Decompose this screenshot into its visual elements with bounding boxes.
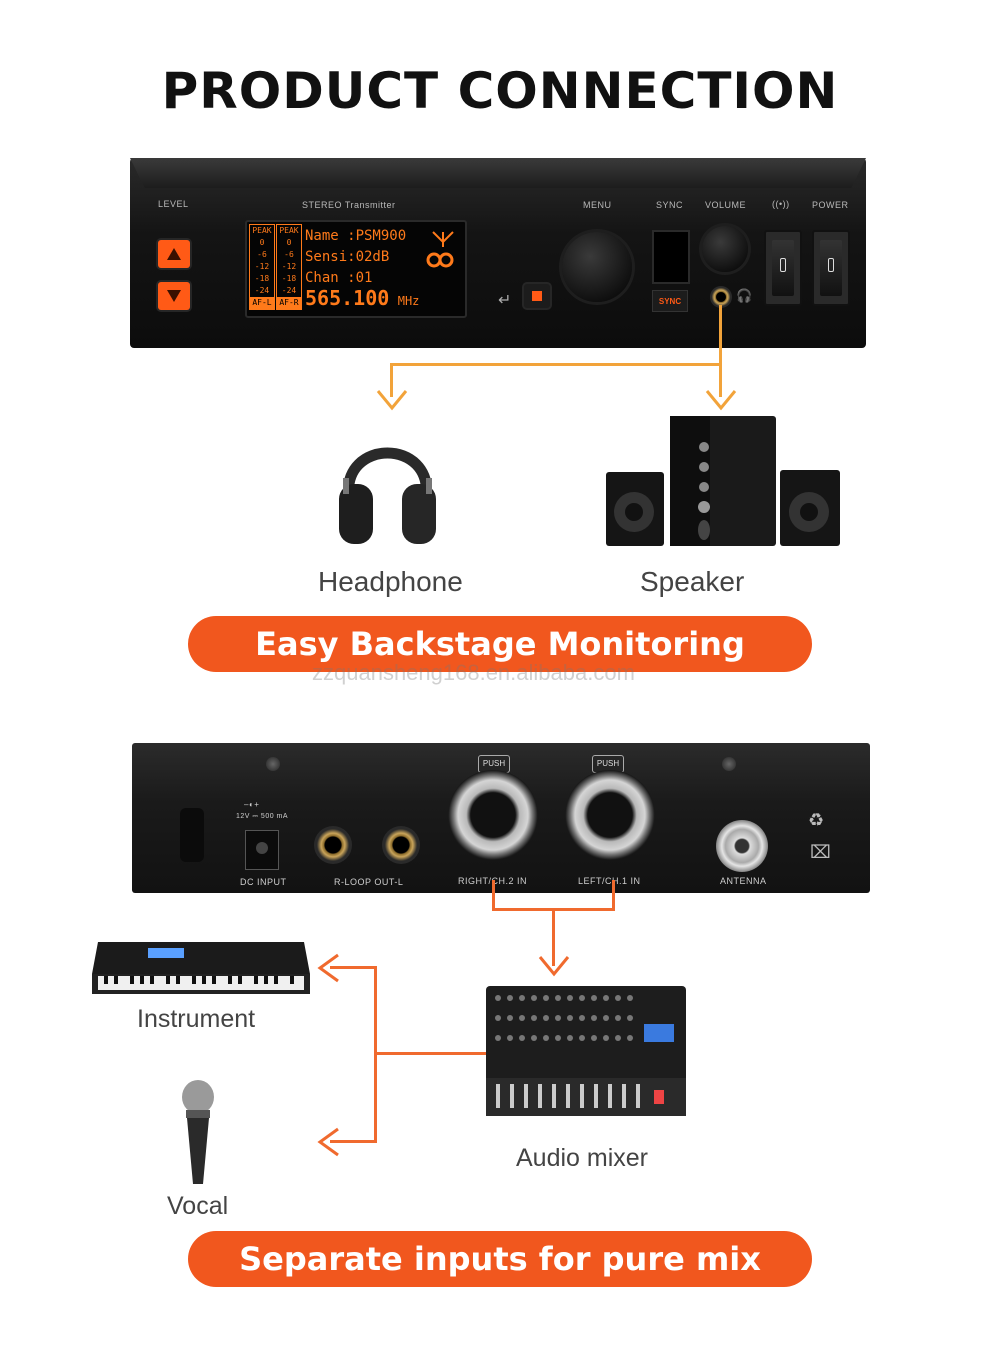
speaker-icon: [606, 416, 840, 546]
keyboard-icon: [92, 942, 310, 994]
volume-label: VOLUME: [705, 200, 747, 210]
antenna-label: ANTENNA: [720, 876, 767, 886]
peak-meter-left: PEAK 0 -6 -12 -18 -24 AF-L: [249, 224, 275, 310]
enter-icon: ↵: [498, 292, 512, 309]
loop-out-right-jack[interactable]: [314, 826, 352, 864]
left-in-label: LEFT/CH.1 IN: [578, 876, 641, 886]
power-switch[interactable]: [812, 230, 850, 306]
loop-out-label: R-LOOP OUT-L: [334, 877, 404, 887]
volume-knob[interactable]: [702, 226, 748, 272]
antenna-connector[interactable]: [716, 820, 768, 872]
meter-tick: -12: [281, 262, 297, 271]
meter-tick: -6: [284, 250, 294, 259]
lcd-frequency: 565.100: [305, 286, 390, 310]
loop-out-left-jack[interactable]: [382, 826, 420, 864]
connector-line: [719, 363, 722, 397]
antenna-icon: [432, 231, 454, 247]
peak-label-left: PEAK: [252, 226, 272, 235]
headphone-icon: [339, 447, 436, 544]
banner-separate-inputs: Separate inputs for pure mix: [188, 1231, 812, 1287]
meter-tick: -24: [281, 286, 297, 295]
sync-label: SYNC: [656, 200, 684, 210]
square-icon: [532, 291, 542, 301]
link-icon: [426, 252, 454, 268]
speaker-label: Speaker: [640, 566, 745, 597]
recycle-icon: ♻: [808, 810, 825, 830]
transmitter-top-edge: [130, 158, 866, 188]
page-title: PRODUCT CONNECTION: [161, 62, 839, 120]
xlr-combo-right-input[interactable]: [448, 770, 538, 860]
rf-icon: ((•)): [772, 199, 790, 209]
headphone-icon: 🎧: [736, 288, 753, 303]
connector-line: [612, 880, 615, 910]
lcd-name-line: Name :PSM900: [305, 228, 407, 244]
meter-tick: 0: [286, 238, 292, 247]
headphone-label: Headphone: [318, 566, 463, 597]
audio-mixer-icon: [486, 986, 686, 1116]
instrument-label: Instrument: [137, 1005, 256, 1033]
rf-switch[interactable]: [764, 230, 802, 306]
lcd-display: PEAK 0 -6 -12 -18 -24 AF-L PEAK 0 -6 -12…: [245, 220, 467, 318]
xlr-combo-left-input[interactable]: [565, 770, 655, 860]
weee-bin-icon: ⌧: [810, 842, 831, 862]
screw: [722, 757, 736, 771]
switch-mark-icon: [780, 258, 786, 272]
screw: [266, 757, 280, 771]
arrow-down-icon: [538, 956, 570, 977]
arrow-left-icon: [317, 1127, 339, 1157]
connector-line: [330, 966, 376, 969]
connector-line: [552, 908, 555, 966]
connector-line: [390, 363, 722, 366]
arrow-down-icon: [705, 390, 737, 411]
triangle-up-icon: [167, 248, 181, 260]
meter-tick: -6: [257, 250, 267, 259]
meter-tick: -12: [254, 262, 270, 271]
power-label: POWER: [812, 200, 849, 210]
af-left-label: AF-L: [250, 297, 274, 309]
audio-mixer-label: Audio mixer: [516, 1144, 648, 1172]
lcd-chan-line: Chan :01: [305, 270, 373, 286]
lcd-frequency-line: 565.100 MHz: [305, 288, 419, 312]
triangle-down-icon: [167, 290, 181, 302]
watermark: zzquansheng168.en.alibaba.com: [312, 660, 635, 685]
sync-button[interactable]: SYNC: [652, 290, 688, 312]
menu-label: MENU: [583, 200, 612, 210]
level-up-button[interactable]: [158, 240, 190, 268]
peak-label-right: PEAK: [279, 226, 299, 235]
connector-line: [719, 305, 722, 365]
power-switch-rocker: [820, 240, 842, 296]
arrow-left-icon: [317, 953, 339, 983]
vocal-label: Vocal: [167, 1192, 229, 1220]
microphone-icon: [182, 1080, 214, 1184]
power-cable-clip: [180, 808, 204, 862]
lcd-sensi-line: Sensi:02dB: [305, 249, 390, 265]
rf-switch-rocker: [772, 240, 794, 296]
polarity-icon: –◐+: [244, 800, 260, 809]
level-label: LEVEL: [158, 199, 189, 209]
meter-tick: -24: [254, 286, 270, 295]
connector-line: [492, 880, 495, 910]
meter-tick: 0: [259, 238, 265, 247]
banner-backstage-monitoring: Easy Backstage Monitoring: [188, 616, 812, 672]
peak-meter-right: PEAK 0 -6 -12 -18 -24 AF-R: [276, 224, 302, 310]
dc-input-port[interactable]: [245, 830, 279, 870]
connector-line: [390, 363, 393, 397]
af-right-label: AF-R: [277, 297, 301, 309]
connector-line: [330, 1140, 376, 1143]
menu-knob[interactable]: [562, 232, 632, 302]
power-spec: 12V ⎓ 500 mA: [236, 813, 289, 820]
level-down-button[interactable]: [158, 282, 190, 310]
meter-tick: -18: [254, 274, 270, 283]
switch-mark-icon: [828, 258, 834, 272]
meter-tick: -18: [281, 274, 297, 283]
connector-line: [374, 1052, 486, 1055]
lcd-frequency-unit: MHz: [397, 294, 420, 308]
headphone-jack[interactable]: [710, 286, 732, 308]
arrow-down-icon: [376, 390, 408, 411]
sync-window: [652, 230, 690, 284]
enter-button[interactable]: [524, 284, 550, 308]
device-label: STEREO Transmitter: [302, 200, 396, 210]
dc-input-label: DC INPUT: [240, 877, 287, 887]
